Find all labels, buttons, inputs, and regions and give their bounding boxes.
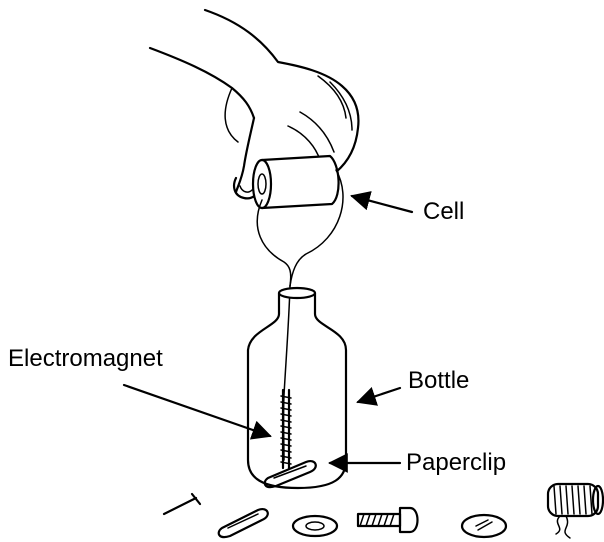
paperclip-on-table-drawing <box>219 509 268 537</box>
electromagnet-label: Electromagnet <box>8 347 163 371</box>
electromagnet-coil-drawing <box>281 390 291 468</box>
paperclip-in-bottle-drawing <box>265 461 316 487</box>
screw-drawing <box>358 508 418 532</box>
paperclip-label: Paperclip <box>406 451 506 475</box>
bottle-label: Bottle <box>408 369 469 393</box>
bottle-arrow <box>358 388 400 402</box>
wire-coil-drawing <box>548 484 603 538</box>
nail-drawing <box>164 494 200 514</box>
cell-label: Cell <box>423 200 464 224</box>
bottle-drawing <box>248 288 346 488</box>
coin-drawing <box>462 515 506 537</box>
washer-drawing <box>293 516 337 536</box>
cell-arrow <box>352 196 412 212</box>
wire-drawing <box>257 170 343 460</box>
battery-cell-drawing <box>253 156 339 208</box>
